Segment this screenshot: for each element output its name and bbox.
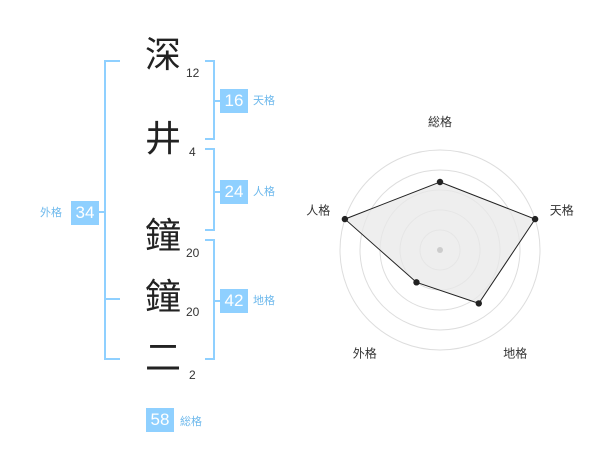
jinkaku-value: 24 (220, 180, 248, 204)
stroke-count-1: 12 (186, 66, 200, 80)
radar-axis-label-2: 天格 (550, 202, 574, 217)
tenkaku-value: 16 (220, 89, 248, 113)
radar-grid-circle-4 (359, 169, 521, 331)
stroke-count-2: 4 (189, 145, 196, 159)
chikaku-value: 42 (220, 289, 248, 313)
stroke-count-5: 2 (189, 368, 196, 382)
name-char-1: 深 (144, 35, 181, 76)
stroke-count-3: 20 (186, 246, 200, 260)
jinkaku-label: 人格 (253, 186, 275, 198)
jinkaku-bracket (205, 148, 215, 231)
chikaku-label: 地格 (253, 295, 275, 307)
stroke-count-4: 20 (186, 305, 200, 319)
tenkaku-label: 天格 (253, 95, 275, 107)
radar-axis-label-5: 人格 (306, 202, 330, 217)
radar-point-2 (531, 215, 539, 223)
chikaku-bracket (205, 239, 215, 360)
radar-polygon (343, 181, 536, 304)
soukaku-label: 総格 (180, 416, 202, 428)
gaikaku-bracket (104, 60, 120, 360)
radar-point-4 (413, 279, 420, 286)
gaikaku-label: 外格 (40, 207, 62, 219)
name-char-2: 井 (144, 119, 181, 160)
radar-grid-circle-5 (339, 149, 541, 351)
radar-axis-label-4: 外格 (353, 346, 377, 361)
radar-point-3 (475, 300, 482, 307)
soukaku-value: 58 (146, 408, 174, 432)
name-char-5: 二 (144, 338, 181, 379)
name-char-4: 鐘 (144, 277, 181, 318)
radar-point-5 (341, 215, 349, 223)
name-char-3: 鐘 (144, 216, 181, 257)
radar-axis-label-3: 地格 (503, 346, 527, 361)
radar-center-dot (437, 247, 443, 253)
gaikaku-value: 34 (71, 201, 99, 225)
radar-point-1 (436, 178, 444, 186)
radar-axis-label-1: 総格 (428, 114, 452, 129)
